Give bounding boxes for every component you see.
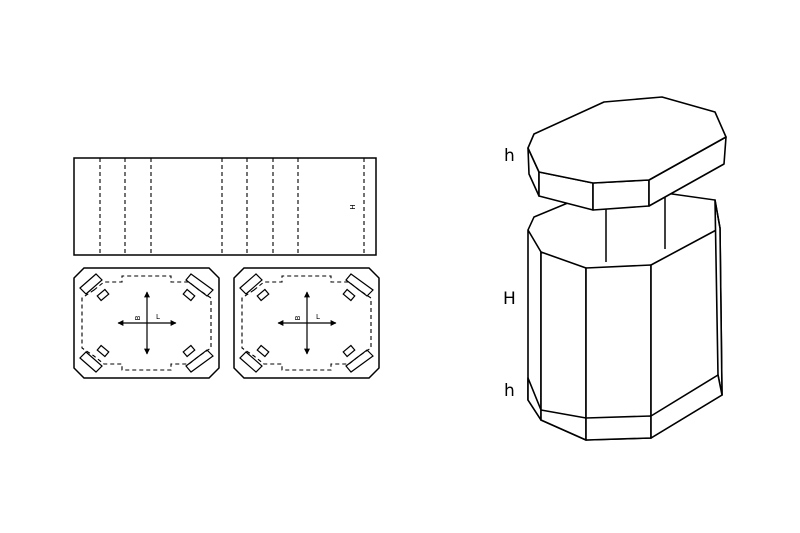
strip-height-label: H (349, 204, 357, 209)
blank-width-label: B (134, 315, 142, 320)
assembled-box (527, 96, 727, 441)
blank-length-label: L (156, 313, 160, 321)
blank-width-label: B (294, 315, 302, 320)
body-height-label: H (503, 289, 516, 309)
blank-length-label: L (316, 313, 320, 321)
end-blank-right: B L (234, 268, 379, 378)
base-height-label: h (504, 381, 515, 401)
side-strip: H (73, 157, 377, 256)
lid-height-label: h (504, 146, 515, 166)
end-blank-left: B L (74, 268, 219, 378)
